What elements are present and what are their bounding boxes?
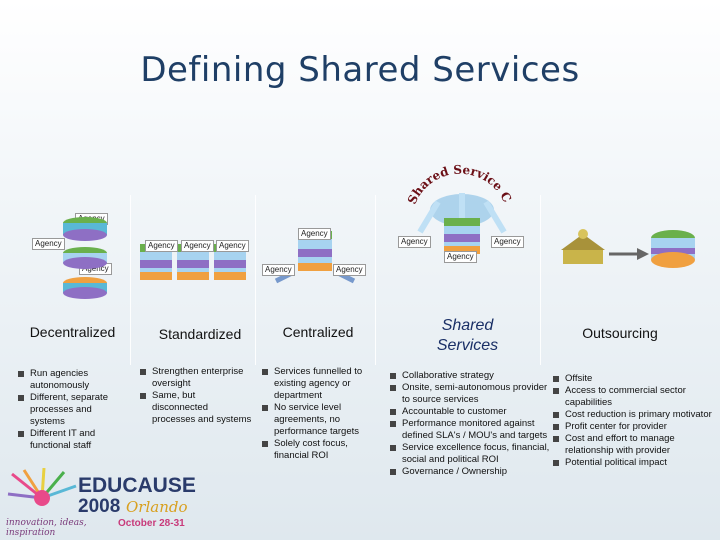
decentralized-bullets: Run agencies autonomously Different, sep… xyxy=(18,368,123,452)
bullet-item: Collaborative strategy xyxy=(390,370,550,382)
bullet-item: Run agencies autonomously xyxy=(18,368,123,392)
bullet-item: No service level agreements, no performa… xyxy=(262,402,370,438)
column-divider xyxy=(375,195,376,365)
agency-label: Agency xyxy=(398,236,431,248)
bullet-item: Service excellence focus, financial, soc… xyxy=(390,442,550,466)
bullet-item: Access to commercial sector capabilities xyxy=(553,385,718,409)
logo-year: 2008 xyxy=(78,496,121,517)
logo-tagline: innovation, ideas, inspiration xyxy=(6,518,87,538)
bullet-item: Same, but disconnected processes and sys… xyxy=(140,390,252,426)
educause-logo: EDUCAUSE 2008 Orlando October 28-31 inno… xyxy=(4,467,199,538)
agency-label: Agency xyxy=(491,236,524,248)
bullet-item: Different, separate processes and system… xyxy=(18,392,123,428)
bullet-item: Cost reduction is primary motivator xyxy=(553,409,718,421)
agency-label: Agency xyxy=(181,240,214,252)
logo-name: EDUCAUSE xyxy=(78,474,196,497)
shared-services-graphic xyxy=(417,193,507,254)
bullet-item: Accountable to customer xyxy=(390,406,550,418)
agency-label: Agency xyxy=(298,228,331,240)
centralized-bullets: Services funnelled to existing agency or… xyxy=(262,366,370,462)
bullet-item: Solely cost focus, financial ROI xyxy=(262,438,370,462)
column-heading-outsourcing: Outsourcing xyxy=(582,325,658,341)
bullet-item: Strengthen enterprise oversight xyxy=(140,366,252,390)
outsourcing-graphic xyxy=(561,229,695,268)
bullet-item: Performance monitored against defined SL… xyxy=(390,418,550,442)
logo-starburst-icon xyxy=(7,467,77,506)
logo-dates: October 28-31 xyxy=(118,518,185,529)
column-heading-standardized: Standardized xyxy=(158,326,242,342)
column-divider xyxy=(540,195,541,365)
column-divider xyxy=(130,195,131,365)
agency-label: Agency xyxy=(145,240,178,252)
bullet-item: Governance / Ownership xyxy=(390,466,550,478)
column-divider xyxy=(255,195,256,365)
bullet-item: Potential political impact xyxy=(553,457,718,469)
bullet-item: Services funnelled to existing agency or… xyxy=(262,366,370,402)
agency-label: Agency xyxy=(32,238,65,250)
column-heading-decentralized: Decentralized xyxy=(29,324,116,340)
agency-label: Agency xyxy=(333,264,366,276)
standardized-bullets: Strengthen enterprise oversight Same, bu… xyxy=(140,366,252,426)
shared-services-bullets: Collaborative strategy Onsite, semi-auto… xyxy=(390,370,550,478)
bullet-item: Profit center for provider xyxy=(553,421,718,433)
logo-city: Orlando xyxy=(126,498,188,516)
column-heading-centralized: Centralized xyxy=(282,324,354,340)
page-title: Defining Shared Services xyxy=(140,50,580,90)
agency-label: Agency xyxy=(216,240,249,252)
agency-label: Agency xyxy=(262,264,295,276)
bullet-item: Cost and effort to manage relationship w… xyxy=(553,433,718,457)
column-heading-shared-services: Shared Services xyxy=(436,317,499,354)
bullet-item: Offsite xyxy=(553,373,718,385)
outsourcing-bullets: Offsite Access to commercial sector capa… xyxy=(553,373,718,469)
bullet-item: Different IT and functional staff xyxy=(18,428,123,452)
bullet-item: Onsite, semi-autonomous provider to sour… xyxy=(390,382,550,406)
agency-label: Agency xyxy=(444,251,477,263)
